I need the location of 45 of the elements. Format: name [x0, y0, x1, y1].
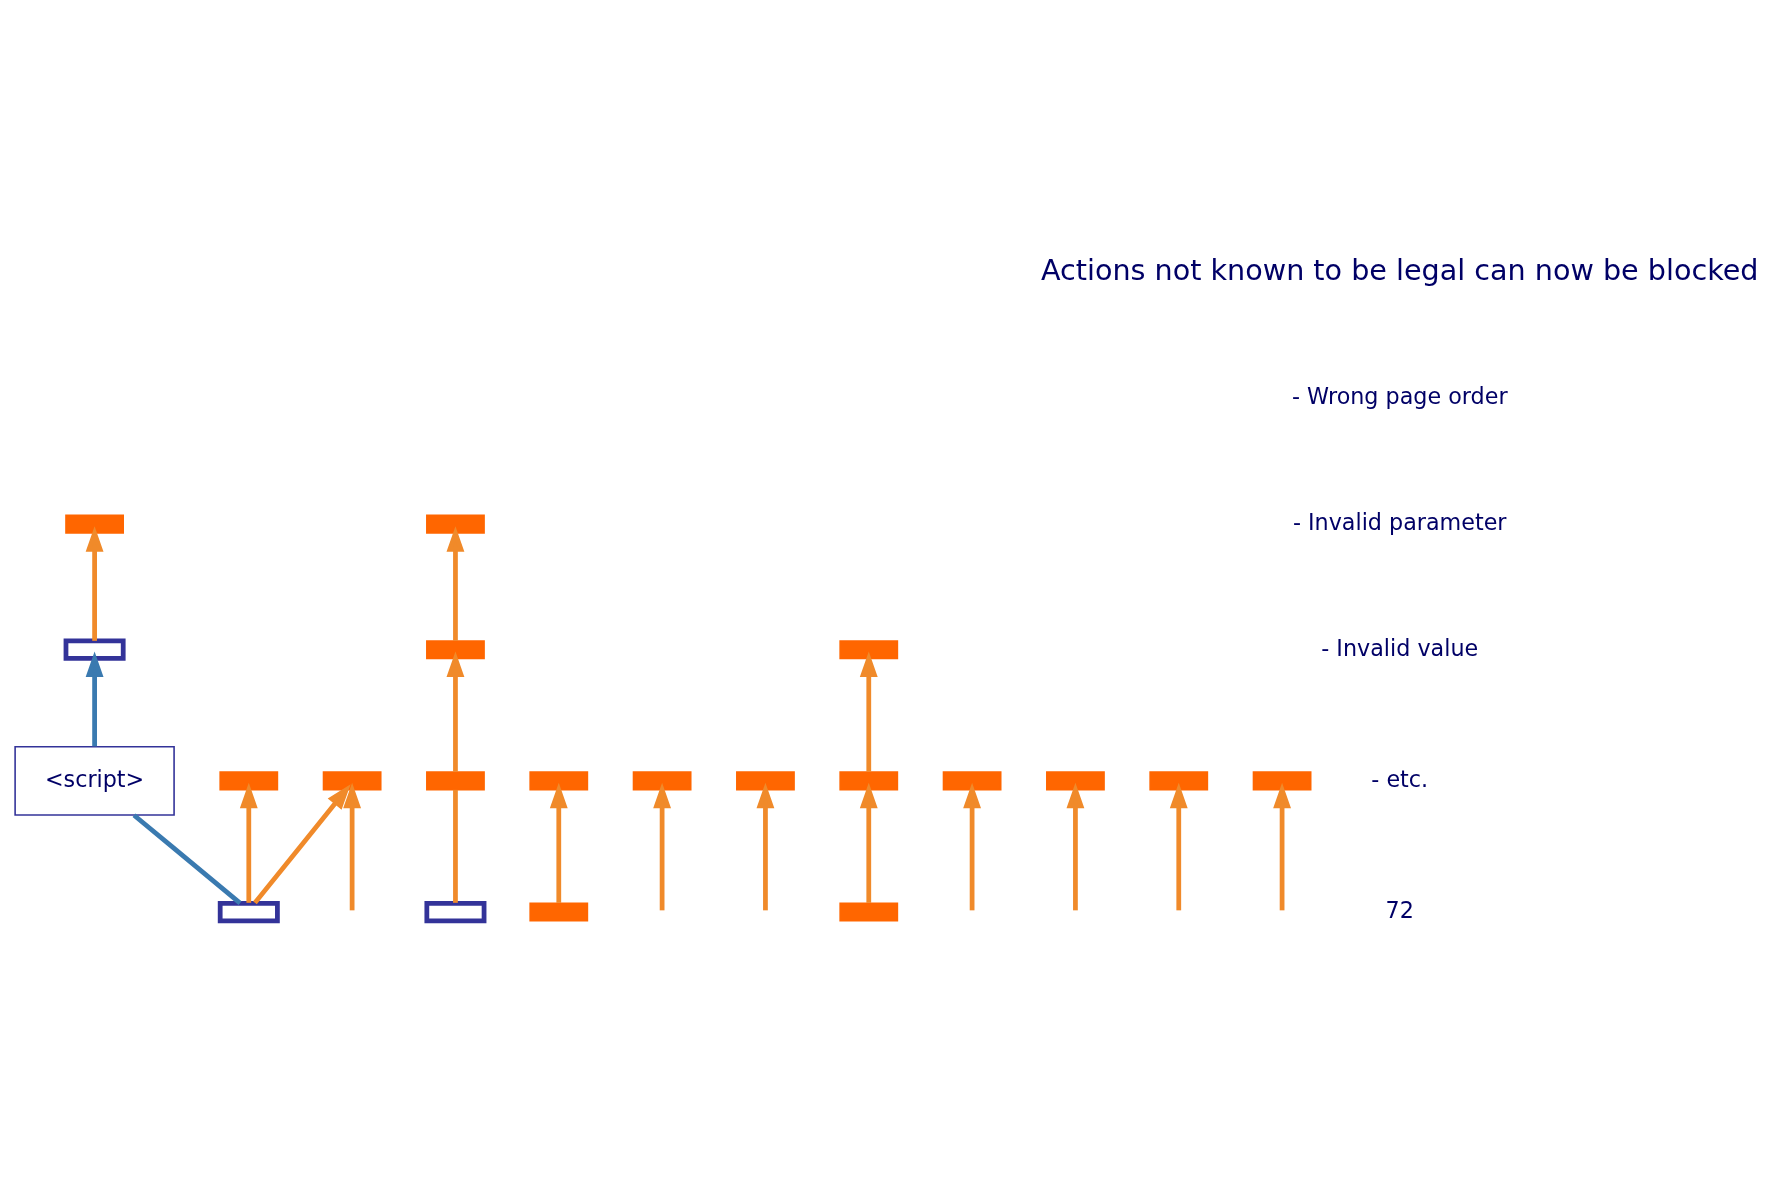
node-bar	[426, 514, 485, 534]
arrow	[756, 782, 775, 911]
arrow	[1169, 782, 1188, 911]
label: 72	[1385, 896, 1414, 923]
connector	[453, 789, 458, 903]
arrow	[549, 782, 568, 903]
node-box	[63, 638, 126, 661]
node-box	[217, 900, 280, 924]
connector	[132, 813, 242, 906]
arrow	[239, 782, 258, 903]
node-bar	[426, 771, 485, 791]
node-bar	[839, 771, 899, 791]
node-bar	[1046, 771, 1105, 791]
node-bar	[736, 771, 795, 791]
arrow	[85, 526, 104, 641]
label: - etc.	[1371, 765, 1429, 792]
label: Actions not known to be legal can now be blocked	[1040, 252, 1759, 287]
label: - Invalid parameter	[1292, 509, 1507, 536]
node-box	[424, 900, 487, 924]
node-bar	[65, 514, 124, 534]
node-bar	[529, 902, 589, 922]
arrow	[653, 782, 672, 911]
node-bar	[529, 771, 589, 791]
arrow	[963, 782, 982, 911]
label: - Invalid value	[1321, 634, 1479, 661]
arrow	[446, 526, 465, 641]
node-bar	[632, 771, 692, 791]
label: - Wrong page order	[1291, 383, 1508, 410]
arrow	[859, 651, 878, 772]
arrow	[446, 651, 465, 772]
node-bar	[1252, 771, 1312, 791]
arrow	[85, 651, 104, 747]
node-bar	[219, 771, 279, 791]
node-bar	[426, 640, 485, 660]
arrow	[327, 782, 362, 911]
node-bar	[322, 771, 382, 791]
node-bar	[839, 902, 899, 922]
node-bar	[1149, 771, 1209, 791]
node-bar	[942, 771, 1002, 791]
arrow	[1066, 782, 1085, 911]
node-bar	[839, 640, 899, 660]
node-box: <script>	[14, 745, 175, 816]
arrow	[1273, 782, 1291, 911]
arrow	[253, 784, 351, 905]
arrow	[859, 782, 878, 903]
